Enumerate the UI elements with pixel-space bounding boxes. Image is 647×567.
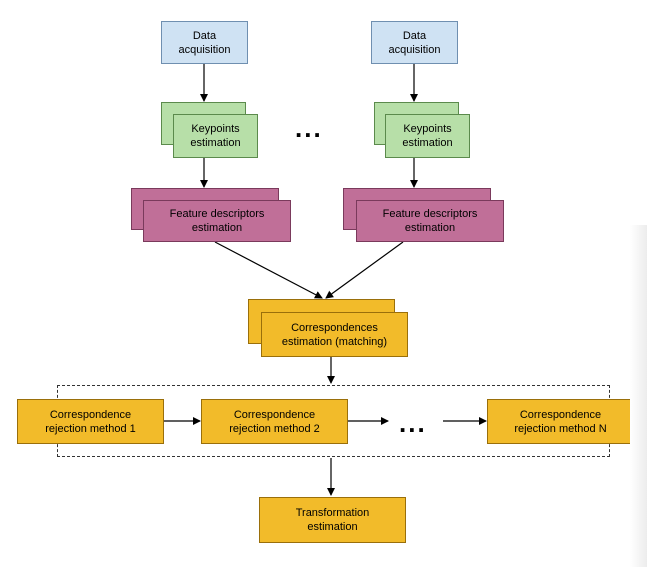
transformation-estimation: Transformation estimation: [259, 497, 406, 543]
data-acquisition-left-label: Data acquisition: [178, 29, 231, 56]
keypoints-left-label: Keypoints estimation: [190, 123, 241, 149]
rejection-method-2: Correspondence rejection method 2: [201, 399, 348, 444]
arrow-fd-right-to-corr: [325, 241, 404, 299]
data-acquisition-right-label: Data acquisition: [388, 29, 441, 56]
page-edge-shadow: [630, 225, 647, 567]
arrow-fd-left-to-corr: [214, 241, 323, 299]
data-acquisition-left: Data acquisition: [161, 21, 248, 64]
descriptors-left-label: Feature descriptors estimation: [169, 208, 265, 234]
rejection-method-n-label: Correspondence rejection method N: [514, 408, 607, 435]
ellipsis-bottom: ...: [399, 408, 427, 438]
correspondences-label: Correspondences estimation (matching): [281, 321, 388, 348]
rejection-method-1: Correspondence rejection method 1: [17, 399, 164, 444]
correspondences-estimation: Correspondences estimation (matching): [261, 312, 408, 357]
rejection-method-n: Correspondence rejection method N: [487, 399, 634, 444]
keypoints-estimation-left: Keypoints estimation: [173, 114, 258, 158]
ellipsis-top: ...: [295, 113, 323, 143]
feature-descriptors-left: Feature descriptors estimation: [143, 200, 291, 242]
keypoints-estimation-right: Keypoints estimation: [385, 114, 470, 158]
data-acquisition-right: Data acquisition: [371, 21, 458, 64]
feature-descriptors-right: Feature descriptors estimation: [356, 200, 504, 242]
rejection-method-1-label: Correspondence rejection method 1: [45, 408, 136, 435]
descriptors-right-label: Feature descriptors estimation: [382, 208, 478, 234]
transformation-label: Transformation estimation: [295, 507, 370, 533]
keypoints-right-label: Keypoints estimation: [402, 123, 453, 149]
rejection-method-2-label: Correspondence rejection method 2: [229, 408, 320, 435]
